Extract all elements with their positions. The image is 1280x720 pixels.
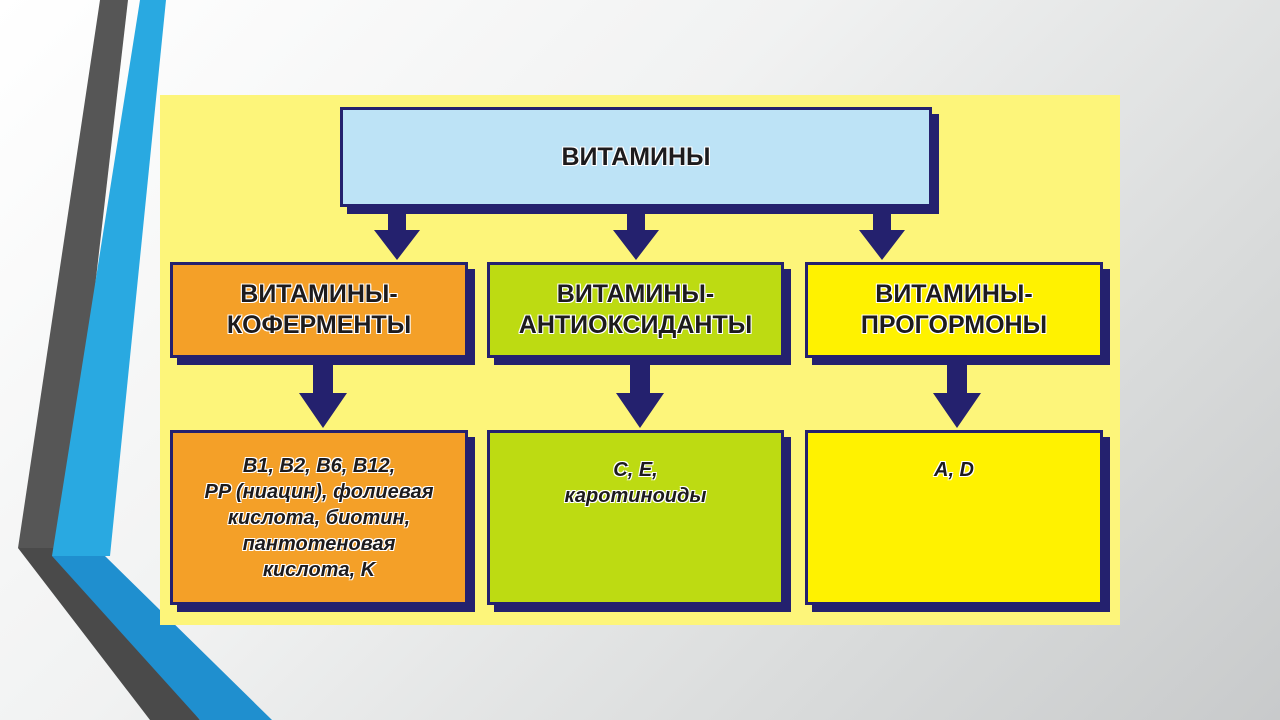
blue-stripe [52,0,166,556]
category-box-prohormones: ВИТАМИНЫ- ПРОГОРМОНЫ [805,262,1103,358]
examples-box-prohormones: A, D [805,430,1103,605]
examples-text: C, E, каротиноиды [564,459,707,507]
gray-stripe-bottom [18,548,200,720]
examples-text: A, D [934,459,974,481]
category-box-coenzymes: ВИТАМИНЫ- КОФЕРМЕНТЫ [170,262,468,358]
examples-box-antioxidants: C, E, каротиноиды [487,430,784,605]
examples-text: B1, B2, B6, B12, PP (ниацин), фолиевая к… [204,455,434,581]
category-box-antioxidants: ВИТАМИНЫ- АНТИОКСИДАНТЫ [487,262,784,358]
title-text: ВИТАМИНЫ [561,142,711,171]
examples-box-coenzymes: B1, B2, B6, B12, PP (ниацин), фолиевая к… [170,430,468,605]
title-box: ВИТАМИНЫ [340,107,932,207]
blue-stripe-bottom [52,556,272,720]
category-label: ВИТАМИНЫ- АНТИОКСИДАНТЫ [518,280,753,339]
category-label: ВИТАМИНЫ- ПРОГОРМОНЫ [860,280,1048,339]
gray-stripe [18,0,128,548]
category-label: ВИТАМИНЫ- КОФЕРМЕНТЫ [226,280,412,339]
